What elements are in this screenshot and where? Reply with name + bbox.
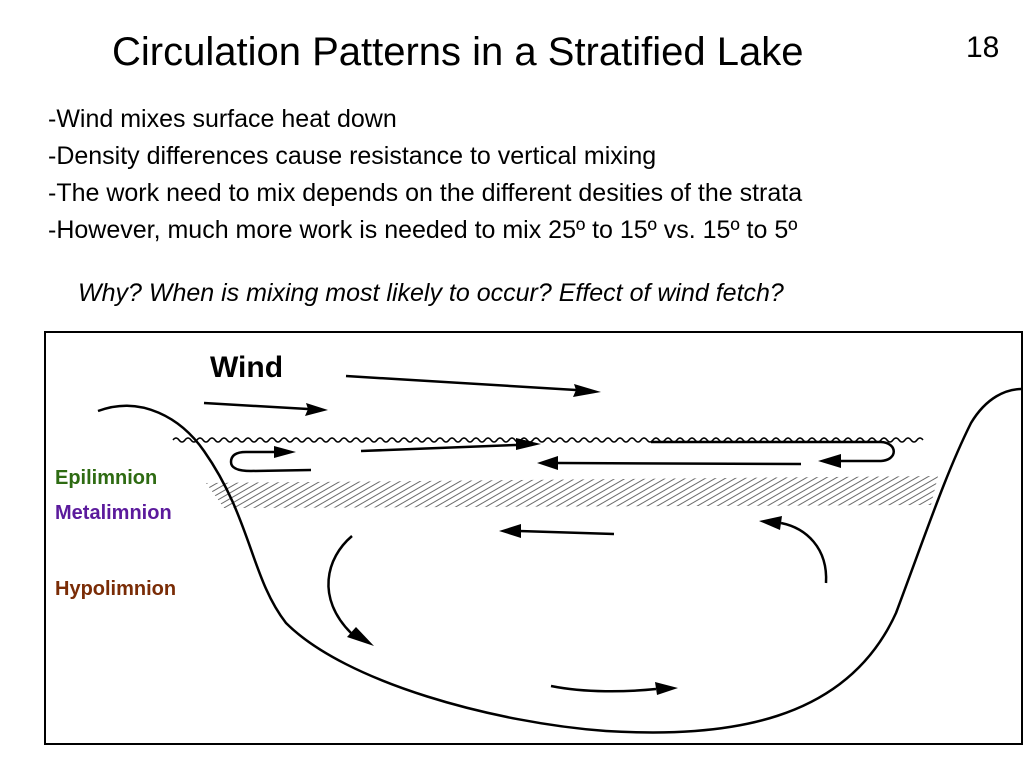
hypolimnion-arrow-right-up <box>759 516 828 584</box>
metalimnion-label: Metalimnion <box>55 502 172 524</box>
slide-title: Circulation Patterns in a Stratified Lak… <box>112 30 804 74</box>
discussion-question: Why? When is mixing most likely to occur… <box>78 279 784 307</box>
metalimnion-band <box>206 476 938 508</box>
bullet-item: -Wind mixes surface heat down <box>48 105 397 133</box>
hypolimnion-label: Hypolimnion <box>55 578 177 600</box>
wind-label: Wind <box>210 351 284 384</box>
epilimnion-return-arrow <box>537 456 802 470</box>
bullet-item: -The work need to mix depends on the dif… <box>48 179 803 207</box>
wind-arrow-upper <box>345 374 601 397</box>
slide-number: 18 <box>966 31 1000 64</box>
lake-basin-outline <box>97 387 1021 734</box>
hypolimnion-arrow-bottom <box>550 682 678 695</box>
bullet-item: -Density differences cause resistance to… <box>48 142 657 170</box>
hypolimnion-arrow-top-left <box>499 524 615 538</box>
bullet-item: -However, much more work is needed to mi… <box>48 216 798 244</box>
bullet-list: -Wind mixes surface heat down -Density d… <box>48 101 802 249</box>
wind-arrow-lower <box>203 401 328 416</box>
epilimnion-loop-right <box>651 440 895 468</box>
epilimnion-label: Epilimnion <box>55 467 158 489</box>
lake-diagram: Wind Epilimnion Metalimnion Hypolimnion <box>44 331 1023 745</box>
hypolimnion-arrow-left-down <box>327 535 374 646</box>
epilimnion-arrow-mid-right <box>360 438 541 453</box>
epilimnion-loop-left <box>229 446 312 473</box>
lake-diagram-svg <box>97 374 1021 734</box>
water-surface <box>172 437 924 443</box>
